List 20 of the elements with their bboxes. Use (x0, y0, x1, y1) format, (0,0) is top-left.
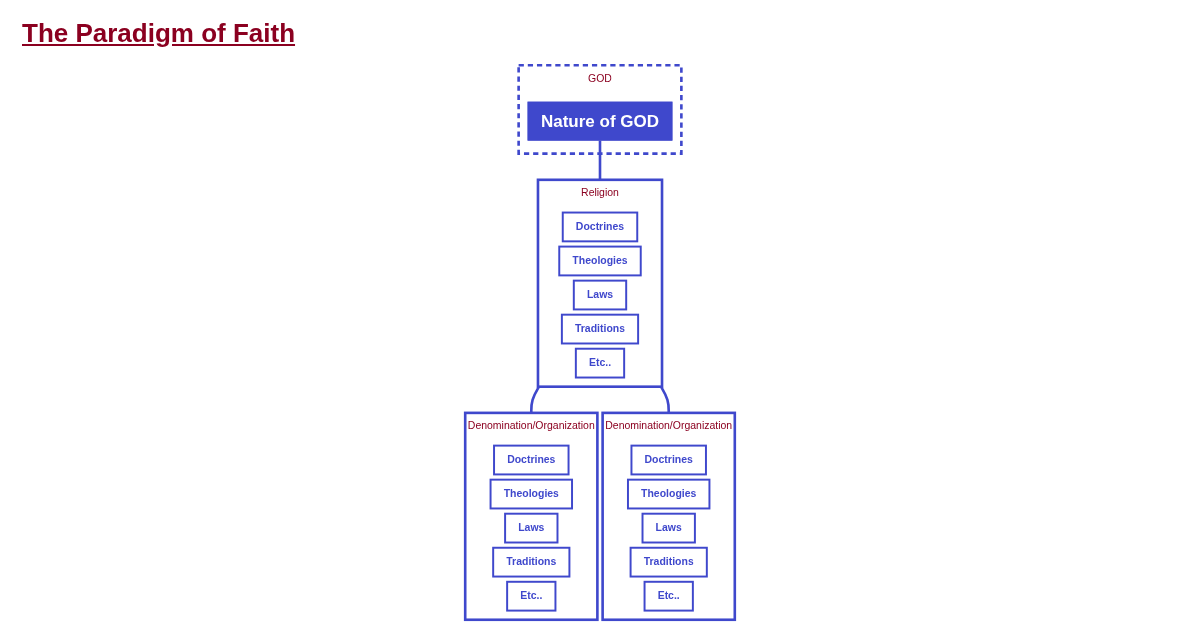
node-box: Theologies (558, 245, 642, 277)
node-box: Traditions (629, 546, 708, 578)
node-box: Doctrines (561, 211, 639, 243)
node-box: Laws (504, 512, 559, 544)
node-box: Doctrines (493, 444, 570, 476)
connector (659, 386, 670, 413)
node-box: Laws (641, 512, 696, 544)
node-box: Traditions (560, 313, 640, 345)
node-box: Theologies (489, 478, 573, 510)
node-box: Doctrines (630, 444, 707, 476)
connector (530, 386, 541, 413)
node-box: Laws (572, 279, 628, 311)
node-box: Traditions (492, 546, 571, 578)
node-box: Nature of GOD (527, 101, 673, 141)
node-box: Theologies (627, 478, 711, 510)
connector (598, 140, 602, 180)
node-box: Etc.. (574, 347, 626, 379)
diagram-title: The Paradigm of Faith (22, 18, 296, 49)
node-box: Etc.. (506, 580, 557, 612)
node-box: Etc.. (643, 580, 694, 612)
